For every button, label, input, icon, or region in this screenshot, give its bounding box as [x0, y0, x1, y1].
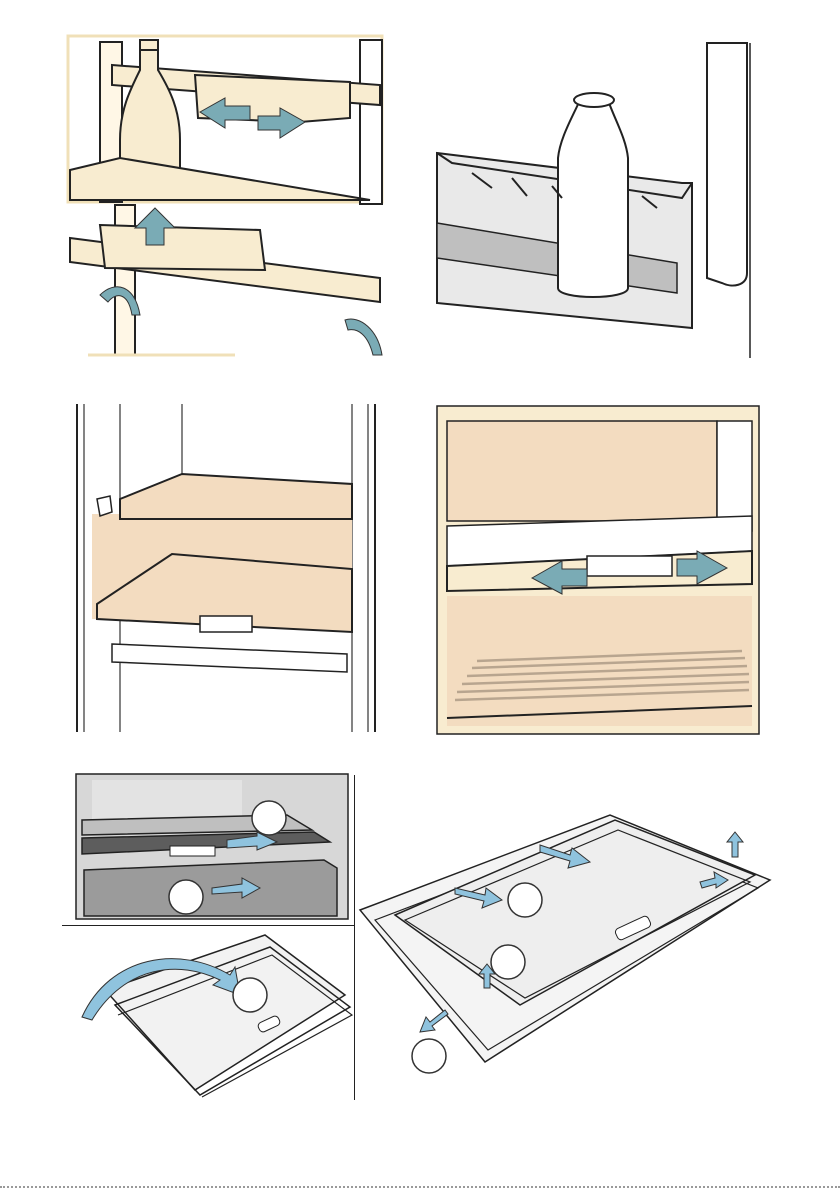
fig-shelf-storage: [60, 30, 390, 360]
step-circle-2: [169, 880, 203, 914]
step-circle-4: [508, 883, 542, 917]
back-wall: [447, 421, 717, 521]
fig-door-bottle-rack: [432, 38, 762, 360]
right-frame: [717, 421, 752, 531]
fig-sliding-divider: [437, 406, 759, 734]
fig-shelf-cabinet: [72, 404, 382, 734]
arrow-up-icon: [727, 832, 743, 857]
drawer-front: [84, 860, 337, 916]
fig-glass-shelf-removal: [62, 770, 357, 930]
shelf-clip: [200, 616, 252, 632]
shelf-clip: [170, 846, 215, 856]
door-edge: [707, 43, 747, 286]
page-bottom-border: [0, 1186, 840, 1188]
upper-shelf: [120, 474, 352, 519]
step-circle-3: [233, 978, 267, 1012]
arrow-down-left-icon: [420, 1010, 448, 1032]
storage-box-lifted: [100, 225, 265, 270]
divider-slider[interactable]: [587, 556, 672, 576]
fig-shelf-storage-drawing: [60, 30, 390, 360]
fig-shelf-cabinet-drawing: [72, 404, 382, 734]
fig-glass-shelf-disassembly: [360, 800, 775, 1095]
bottle-cap: [140, 40, 158, 50]
fig-glass-shelf-disassembly-drawing: [360, 800, 775, 1095]
step-circle-5: [491, 945, 525, 979]
bottle-mouth: [574, 93, 614, 107]
fig-glass-shelf-flip-drawing: [80, 935, 355, 1100]
arrow-curve-icon: [345, 319, 382, 355]
drawer-top: [112, 644, 347, 672]
milk-bottle: [558, 100, 628, 297]
glass-panel: [105, 935, 345, 1090]
fig-glass-shelf-removal-drawing: [62, 770, 357, 930]
fig-door-bottle-rack-drawing: [432, 38, 762, 360]
right-wall: [360, 40, 382, 204]
panel-divider-horizontal: [62, 925, 355, 926]
step-circle-6: [412, 1039, 446, 1073]
step-circle-1: [252, 801, 286, 835]
fig-glass-shelf-flip: [80, 935, 355, 1100]
side-notch-icon: [97, 496, 112, 516]
fig-sliding-divider-drawing: [437, 406, 759, 734]
